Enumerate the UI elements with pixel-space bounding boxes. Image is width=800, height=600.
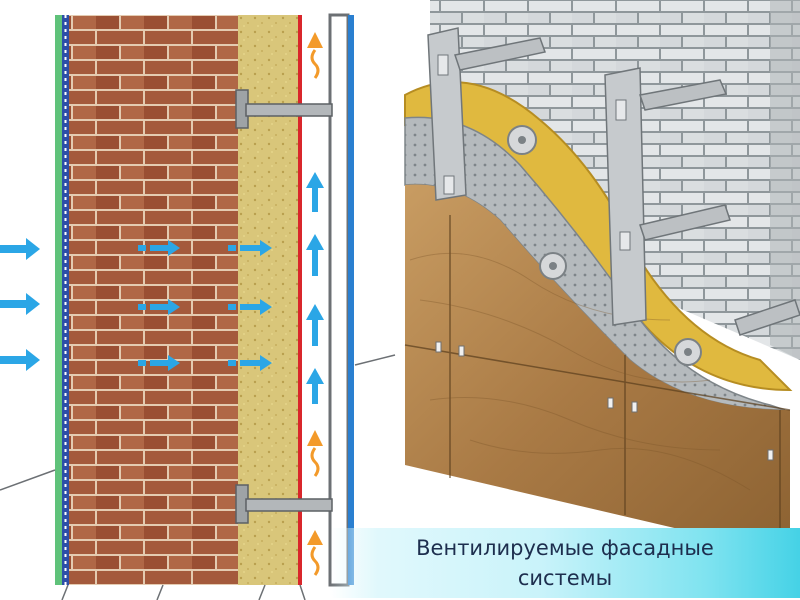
insulation-dowels [507,125,702,366]
cladding-panel [348,15,354,585]
caption-banner: Вентилируемые фасадные системы [330,528,800,598]
insulation-dowel-icon [674,338,702,366]
airflow-up-arrow-icon [306,304,324,346]
wind-arrow-icon [228,299,272,315]
insulation-dowel-icon [507,125,537,155]
facade-3d-render [404,0,800,555]
warm-air-arrow-icon [307,430,323,477]
wind-arrow-icon [228,240,272,256]
wind-arrow-icon [228,355,272,371]
airflow-up-arrow-icon [306,234,324,276]
wind-arrow-icon [138,299,180,315]
bracket-bottom [235,484,333,524]
bracket-top [235,89,333,129]
wall-brackets-3d [454,37,800,336]
warm-air-arrow-icon [307,32,323,79]
wind-arrow-icon [0,238,40,260]
insulation-dowel-icon [539,252,567,280]
airflow-up-arrows [306,172,324,404]
caption-line-2: системы [517,566,613,590]
wall-cross-section [0,13,396,600]
windproof-membrane [298,15,302,585]
airflow-up-arrow-icon [306,172,324,212]
airflow-up-arrow-icon [306,368,324,404]
wind-arrow-icon [138,355,180,371]
wind-arrows [0,238,40,371]
adhesive-layer [62,15,69,585]
warm-air-arrow-icon [307,530,323,576]
brick-wall [69,15,238,585]
finish-plaster-layer [55,15,62,585]
warm-air-arrows [307,32,323,576]
caption-line-1: Вентилируемые фасадные [416,536,714,560]
vapour-arrows [138,240,272,371]
wind-arrow-icon [0,349,40,371]
wind-arrow-icon [0,293,40,315]
cladding-panels-3d [405,184,790,555]
wind-arrow-icon [138,240,180,256]
